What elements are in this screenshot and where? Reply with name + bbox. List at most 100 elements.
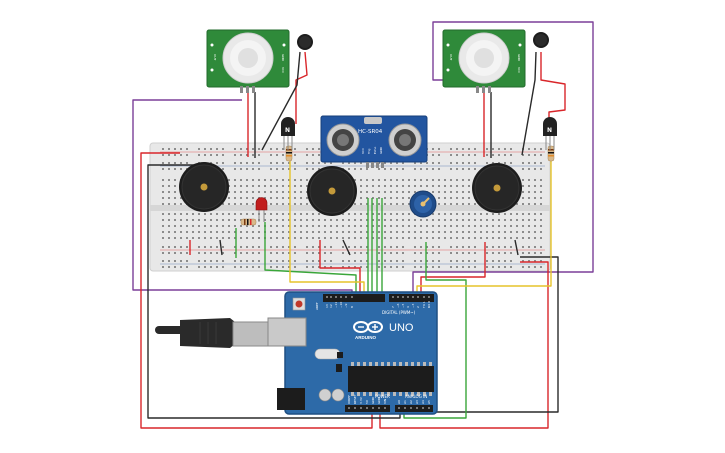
analog-pin-socket (422, 407, 424, 409)
chip-pin (405, 392, 408, 396)
analog-pin-socket (428, 407, 430, 409)
chip-pin (387, 392, 390, 396)
usb-cable[interactable] (155, 318, 272, 348)
analog-pin-label: A1 (403, 400, 407, 404)
analog-pin-label: A2 (409, 400, 413, 404)
ultrasonic-pin-vcc: VCC (361, 148, 365, 154)
digital-pin-label: TX 1 (422, 301, 426, 309)
atmega-chip (348, 366, 434, 392)
transistor-right[interactable]: N (543, 117, 557, 150)
digital-pin-label: 2 (416, 306, 420, 308)
buzzer-middle[interactable] (307, 166, 357, 216)
analog-pin-socket (410, 407, 412, 409)
digital-pin-label: ~11 (334, 302, 338, 308)
chip-pin (351, 362, 354, 366)
digital-pin-label: 4 (406, 306, 410, 308)
wire-black-right (408, 256, 559, 413)
chip-pin (417, 392, 420, 396)
analog-pin-socket (404, 407, 406, 409)
analog-pin-socket (416, 407, 418, 409)
power-pin-socket (378, 407, 380, 409)
chip-pin (429, 392, 432, 396)
digital-pin-socket (412, 296, 414, 298)
digital-pin-socket (397, 296, 399, 298)
potentiometer[interactable] (409, 190, 437, 218)
wire-black-buzzer-left (261, 51, 301, 151)
power-pin-socket (360, 407, 362, 409)
chip-pin (369, 392, 372, 396)
digital-header-left (323, 294, 385, 302)
pir-right-pin-vcc: VCC (517, 67, 521, 73)
transistor-left[interactable]: N (281, 117, 295, 150)
chip-pin (411, 362, 414, 366)
power-pin-socket (384, 407, 386, 409)
wire-purple-right (412, 21, 594, 296)
digital-pin-socket (351, 296, 353, 298)
digital-pin-label: 8 (350, 306, 354, 308)
digital-pin-socket (407, 296, 409, 298)
digital-pin-socket (402, 296, 404, 298)
wire-green-pot (403, 242, 467, 419)
digital-pin-label: 7 (391, 306, 395, 308)
chip-pin (369, 362, 372, 366)
resistor-left-transistor[interactable] (285, 145, 293, 162)
digital-pin-label: 13 (325, 304, 329, 308)
chip-pin (411, 392, 414, 396)
digital-pin-label: 12 (329, 304, 333, 308)
chip-pin (399, 362, 402, 366)
wire-yellow-right (416, 156, 552, 296)
wire-yellow-left (289, 150, 365, 296)
transistor-right-label: N (547, 127, 552, 134)
chip-pin (351, 392, 354, 396)
crystal (314, 348, 341, 360)
pir-sensor-right[interactable]: OUT GND VCC (442, 29, 526, 93)
chip-pin (381, 362, 384, 366)
board-model-label: UNO (389, 322, 414, 334)
analog-header (395, 405, 433, 412)
power-pin-label: VIN (383, 399, 387, 404)
digital-pin-socket (417, 296, 419, 298)
ultrasonic-pin-gnd: GND (379, 146, 383, 154)
digital-pin-socket (330, 296, 332, 298)
power-pin-label: GND (371, 396, 375, 404)
digital-pin-socket (428, 296, 430, 298)
wire-black-short2 (342, 239, 351, 256)
wire-black-short1 (219, 239, 223, 256)
resistor-right-transistor[interactable] (547, 145, 555, 162)
chip-pin (393, 392, 396, 396)
buzzer-right[interactable] (472, 163, 522, 213)
buzzer-small-right[interactable] (533, 32, 549, 48)
red-led[interactable] (255, 197, 268, 223)
chip-pin (429, 362, 432, 366)
digital-pin-label: ~9 (344, 303, 348, 308)
ultrasonic-sensor[interactable]: HC-SR04 VCC Trig Echo GND (320, 115, 428, 168)
pir-sensor-left[interactable]: OUT GND VCC (206, 29, 290, 93)
chip-pin (357, 362, 360, 366)
chip-pin (393, 362, 396, 366)
power-pin-socket (348, 407, 350, 409)
buzzer-small-left[interactable] (297, 34, 313, 50)
chip-pin (363, 392, 366, 396)
wire-red-left-top (140, 152, 373, 429)
power-pin-label: RESET (353, 394, 357, 404)
power-pin-label: 3.3V (359, 396, 363, 404)
wire-black-buzzer-right (521, 51, 537, 156)
capacitor-2 (331, 388, 345, 402)
analog-pin-label: A4 (421, 400, 425, 404)
digital-pin-label: ~10 (339, 302, 343, 308)
pir-right-pin-out: OUT (449, 54, 453, 61)
power-jack (277, 388, 305, 410)
resistor-led[interactable] (240, 218, 257, 226)
transistor-left-label: N (285, 127, 290, 134)
digital-pin-socket (423, 296, 425, 298)
ultrasonic-pin-trig: Trig (367, 149, 371, 155)
aref-label: AREF (315, 302, 319, 310)
digital-pin-label: ~3 (411, 303, 415, 308)
chip-pin (405, 362, 408, 366)
buzzer-left[interactable] (179, 162, 229, 212)
chip-pin (387, 362, 390, 366)
chip-pin (363, 362, 366, 366)
